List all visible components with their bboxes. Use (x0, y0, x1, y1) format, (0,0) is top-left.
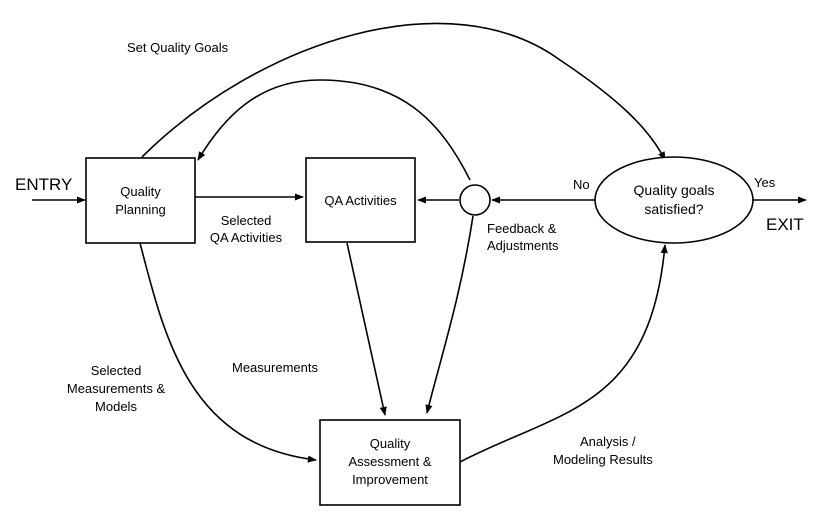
selected-qa-activities-label-line2: QA Activities (210, 230, 283, 245)
yes-label: Yes (754, 175, 776, 190)
qa-activities-box: QA Activities (305, 157, 416, 243)
feedback-adjustments-label-line2: Adjustments (487, 238, 559, 253)
assessment-to-decision-arrow (459, 244, 668, 463)
set-quality-goals-arrow (141, 22, 666, 161)
selected-measurements-label-line1: Selected (91, 363, 142, 378)
feedback-junction-circle (459, 184, 491, 216)
quality-assessment-box: Quality Assessment & Improvement (319, 419, 461, 506)
selected-measurements-label-line3: Models (95, 399, 137, 414)
quality-goals-decision: Quality goals satisfied? (594, 156, 754, 244)
quality-assessment-label-line3: Improvement (352, 472, 428, 487)
quality-planning-label-line2: Planning (115, 202, 166, 217)
selected-measurements-label-line2: Measurements & (67, 381, 166, 396)
decision-label-line1: Quality goals (634, 182, 715, 198)
quality-planning-label-line1: Quality (120, 184, 161, 199)
selected-qa-activities-label-line1: Selected (221, 213, 272, 228)
quality-planning-box: Quality Planning (85, 157, 196, 244)
circle-to-assessment-arrow (425, 215, 474, 414)
planning-to-assessment-arrow (139, 242, 317, 463)
analysis-modeling-label-line1: Analysis / (580, 434, 636, 449)
quality-assessment-label-line1: Quality (370, 436, 411, 451)
set-quality-goals-label: Set Quality Goals (127, 40, 229, 55)
entry-label: ENTRY (15, 175, 72, 194)
edges (32, 22, 807, 463)
quality-assessment-label-line2: Assessment & (348, 454, 431, 469)
measurements-label: Measurements (232, 360, 318, 375)
qa-activities-label: QA Activities (324, 193, 397, 208)
feedback-adjustments-label-line1: Feedback & (487, 221, 557, 236)
no-label: No (573, 177, 590, 192)
exit-label: EXIT (766, 215, 804, 234)
decision-label-line2: satisfied? (644, 201, 703, 217)
analysis-modeling-label-line2: Modeling Results (553, 452, 653, 467)
feedback-to-planning-arrow (197, 79, 471, 181)
qa-to-assessment-arrow (346, 242, 387, 416)
